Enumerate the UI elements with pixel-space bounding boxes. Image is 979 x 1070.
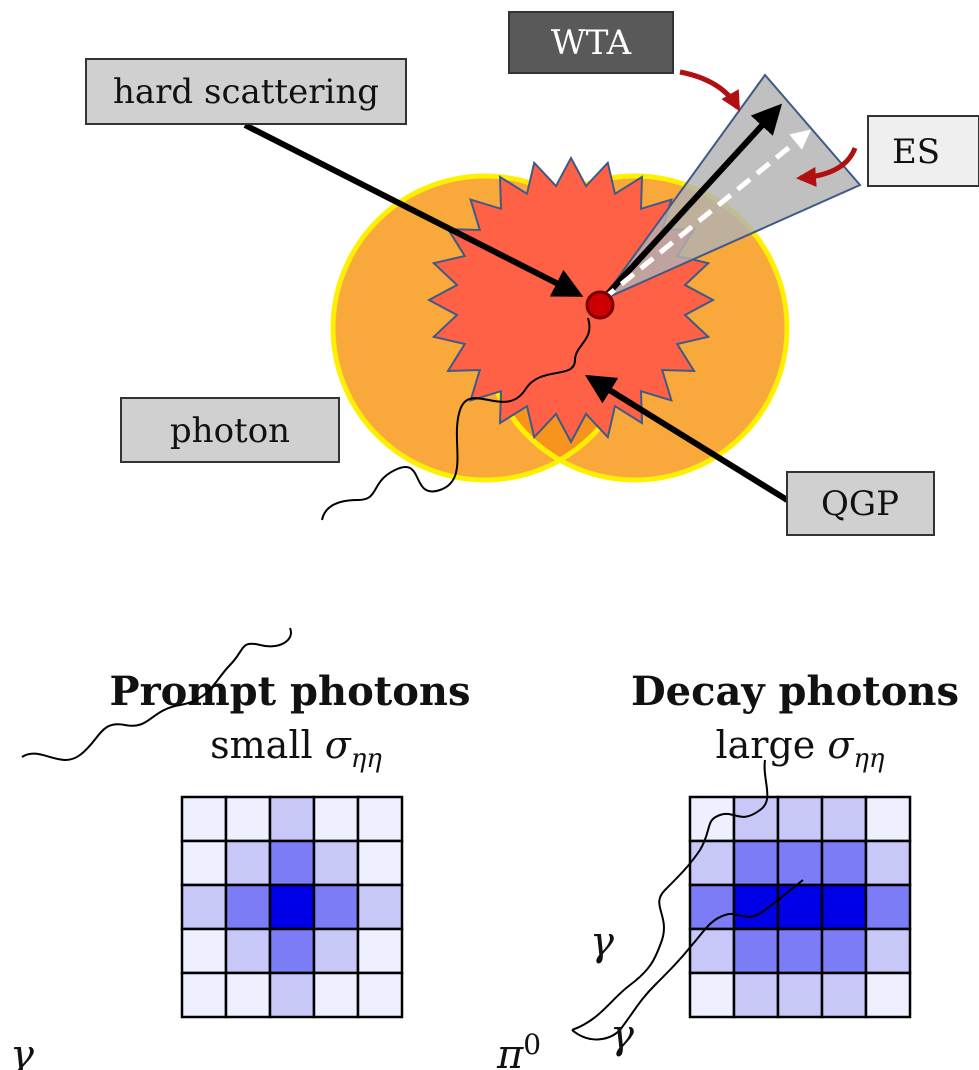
prompt-cell-1-2 bbox=[268, 839, 316, 887]
label-hard-scattering: hard scattering bbox=[85, 58, 407, 125]
pion-label: π0 bbox=[496, 1028, 541, 1070]
decay-subtitle-word: large bbox=[716, 723, 816, 767]
decay-cell-grid bbox=[688, 795, 912, 1019]
prompt-cell-2-0 bbox=[180, 883, 228, 931]
wta-axis-arrow bbox=[599, 103, 783, 303]
label-qgp-text: QGP bbox=[821, 484, 899, 524]
prompt-cell-2-2 bbox=[268, 883, 316, 931]
label-es-text: ES bbox=[892, 132, 940, 172]
decay-cell-0-4 bbox=[864, 795, 912, 843]
prompt-cell-0-2 bbox=[268, 795, 316, 843]
decay-cell-2-3 bbox=[820, 883, 868, 931]
label-qgp: QGP bbox=[786, 471, 935, 536]
prompt-cell-4-4 bbox=[356, 971, 404, 1019]
decay-cell-1-0 bbox=[688, 839, 736, 887]
decay-subtitle-symbol: σ bbox=[827, 723, 854, 767]
prompt-cell-3-1 bbox=[224, 927, 272, 975]
pion-superscript: 0 bbox=[523, 1028, 541, 1061]
prompt-subtitle: small σηη bbox=[210, 723, 382, 774]
qgp-arrow bbox=[584, 374, 794, 506]
decay-title: Decay photons bbox=[631, 668, 959, 715]
prompt-subtitle-word: small bbox=[210, 723, 313, 767]
prompt-photon-line bbox=[21, 627, 292, 761]
decay-cell-1-1 bbox=[732, 839, 780, 887]
decay-cell-3-4 bbox=[864, 927, 912, 975]
es-axis-arrow bbox=[600, 129, 812, 302]
prompt-cell-0-3 bbox=[312, 795, 360, 843]
label-photon-text: photon bbox=[170, 411, 290, 451]
prompt-cell-0-1 bbox=[224, 795, 272, 843]
label-wta-text: WTA bbox=[551, 23, 632, 63]
prompt-cell-1-1 bbox=[224, 839, 272, 887]
prompt-cell-4-3 bbox=[312, 971, 360, 1019]
prompt-cell-3-4 bbox=[356, 927, 404, 975]
decay-cell-1-4 bbox=[864, 839, 912, 887]
decay-cell-3-1 bbox=[732, 927, 780, 975]
prompt-cell-3-3 bbox=[312, 927, 360, 975]
prompt-cell-2-3 bbox=[312, 883, 360, 931]
es-curved-arrow bbox=[796, 146, 858, 187]
nuclei-overlap bbox=[330, 155, 790, 483]
pion-symbol: π bbox=[496, 1032, 524, 1070]
wta-curved-arrow bbox=[679, 69, 741, 112]
decay-subtitle: large σηη bbox=[716, 723, 885, 774]
decay-subtitle-subscript: ηη bbox=[853, 744, 885, 774]
prompt-cell-0-4 bbox=[356, 795, 404, 843]
prompt-gamma-symbol: γ bbox=[10, 1032, 34, 1070]
prompt-cell-1-4 bbox=[356, 839, 404, 887]
decay-photon-line-lower bbox=[571, 879, 804, 1041]
prompt-cell-3-2 bbox=[268, 927, 316, 975]
decay-cell-3-3 bbox=[820, 927, 868, 975]
prompt-subtitle-subscript: ηη bbox=[351, 744, 383, 774]
photon-wavy-line bbox=[321, 317, 591, 521]
prompt-cell-4-0 bbox=[180, 971, 228, 1019]
jet-cone bbox=[599, 69, 862, 303]
prompt-cell-4-1 bbox=[224, 971, 272, 1019]
prompt-cell-2-1 bbox=[224, 883, 272, 931]
prompt-cell-1-3 bbox=[312, 839, 360, 887]
decay-cell-4-0 bbox=[688, 971, 736, 1019]
decay-gamma-symbol-2: γ bbox=[610, 1012, 634, 1058]
prompt-cell-4-2 bbox=[268, 971, 316, 1019]
decay-cell-1-2 bbox=[776, 839, 824, 887]
decay-cell-0-3 bbox=[820, 795, 868, 843]
prompt-cell-0-0 bbox=[180, 795, 228, 843]
decay-cell-0-1 bbox=[732, 795, 780, 843]
prompt-cell-grid bbox=[180, 795, 404, 1019]
decay-photons-panel: Decay photons large σηη γ γ π0 bbox=[496, 668, 959, 1070]
prompt-photons-panel: Prompt photons small σηη γ bbox=[10, 627, 471, 1070]
hard-scattering-point bbox=[585, 290, 615, 320]
decay-cell-2-2 bbox=[776, 883, 824, 931]
decay-cell-2-1 bbox=[732, 883, 780, 931]
prompt-title: Prompt photons bbox=[109, 668, 470, 715]
decay-cell-4-2 bbox=[776, 971, 824, 1019]
decay-cell-1-3 bbox=[820, 839, 868, 887]
prompt-cell-1-0 bbox=[180, 839, 228, 887]
decay-gamma-symbol-1: γ bbox=[590, 919, 614, 965]
label-wta: WTA bbox=[508, 11, 674, 74]
decay-cell-4-3 bbox=[820, 971, 868, 1019]
label-es: ES bbox=[867, 115, 979, 187]
label-hard-scattering-text: hard scattering bbox=[113, 72, 379, 112]
prompt-cell-2-4 bbox=[356, 883, 404, 931]
decay-cell-2-4 bbox=[864, 883, 912, 931]
decay-cell-4-1 bbox=[732, 971, 780, 1019]
label-photon: photon bbox=[120, 397, 340, 463]
prompt-subtitle-symbol: σ bbox=[325, 723, 352, 767]
decay-cell-4-4 bbox=[864, 971, 912, 1019]
decay-cell-3-0 bbox=[688, 927, 736, 975]
decay-cell-3-2 bbox=[776, 927, 824, 975]
prompt-cell-3-0 bbox=[180, 927, 228, 975]
hard-scattering-arrow bbox=[243, 122, 584, 297]
decay-cell-0-2 bbox=[776, 795, 824, 843]
decay-photon-line-upper bbox=[571, 759, 769, 1031]
